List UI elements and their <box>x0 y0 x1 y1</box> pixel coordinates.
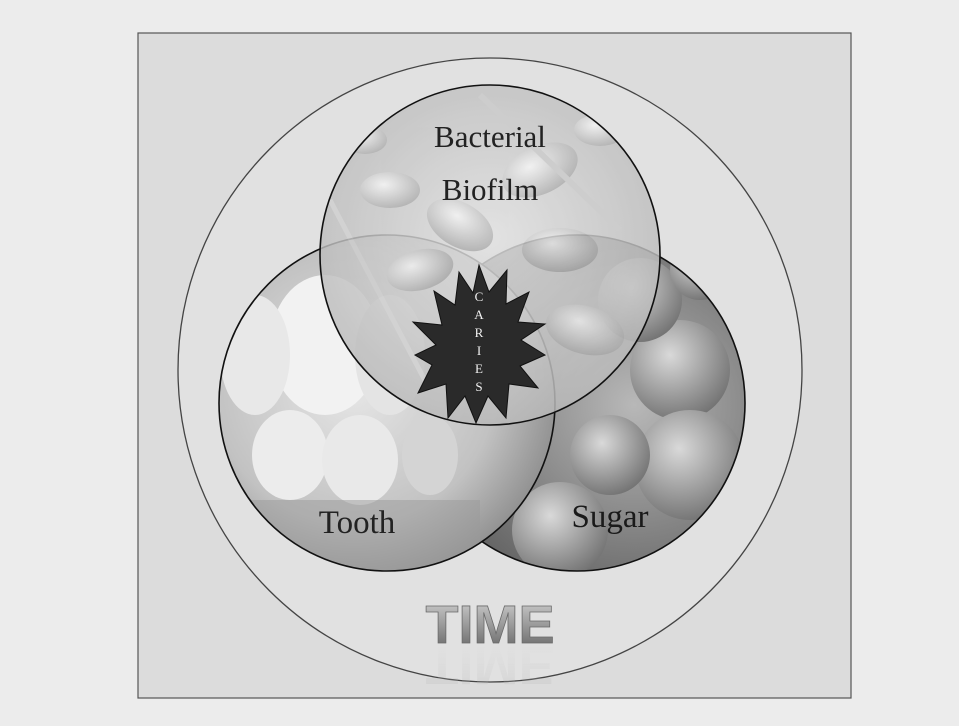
caries-letter: E <box>475 361 483 376</box>
biofilm-label-line2: Biofilm <box>442 172 538 207</box>
caries-letter: I <box>477 343 481 358</box>
biofilm-label-line1: Bacterial <box>434 119 546 154</box>
caries-letter: A <box>474 307 484 322</box>
sugar-label: Sugar <box>572 499 649 535</box>
time-label-reflection: TIME <box>426 635 555 695</box>
caries-letter: S <box>475 379 482 394</box>
caries-letter: C <box>475 289 484 304</box>
tooth-label: Tooth <box>319 505 396 541</box>
caries-letter: R <box>475 325 484 340</box>
